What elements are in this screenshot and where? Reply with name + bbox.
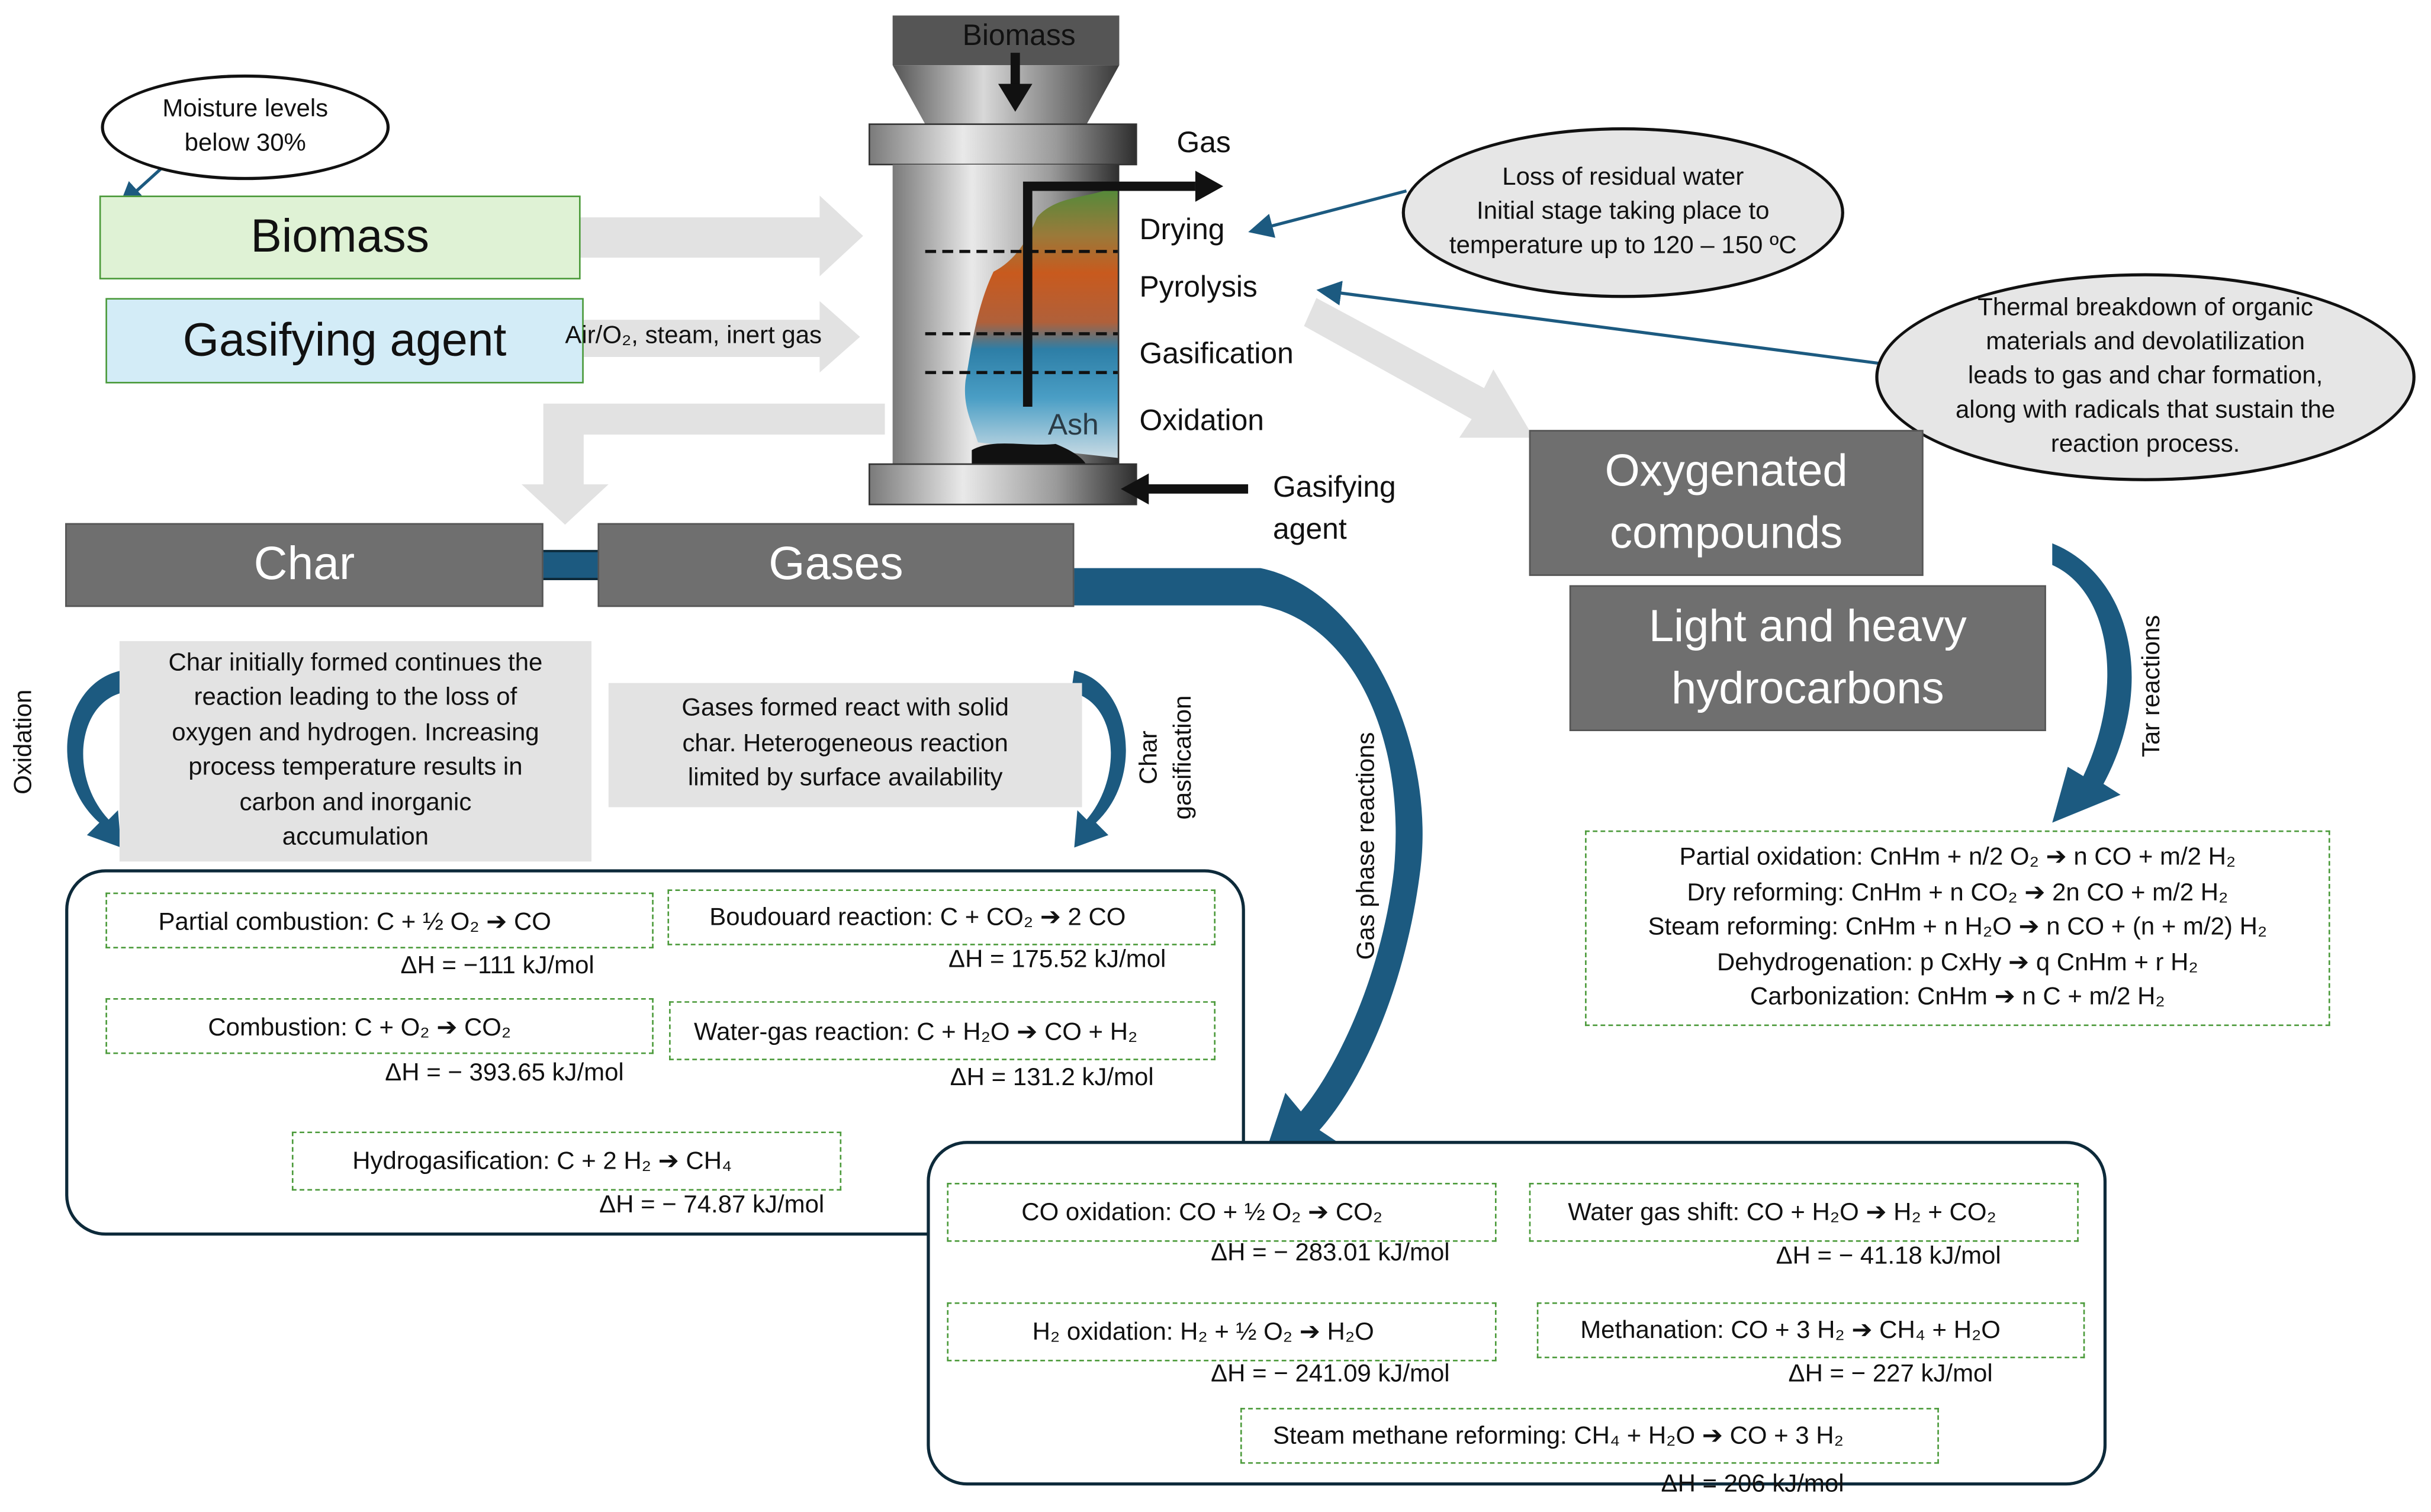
- tar-reactions-arrow: [2052, 543, 2132, 823]
- feed-arrow-shaft: [1010, 53, 1020, 87]
- combustion-reaction: Combustion: C + O₂ ➔ CO₂: [208, 1015, 512, 1042]
- char-box: Char: [65, 523, 544, 607]
- agent-types-label: Air/O₂, steam, inert gas: [565, 323, 822, 349]
- pyrolysis-connector: [1316, 281, 1879, 365]
- reactor-bed: [964, 186, 1118, 458]
- ash-label: Ash: [1047, 410, 1099, 443]
- gas-label: Gas: [1176, 127, 1231, 160]
- combustion-enthalpy: ΔH = − 393.65 kJ/mol: [385, 1060, 624, 1087]
- char-gasification-arrow: [1071, 670, 1126, 848]
- gasifying-agent-inlet-label: Gasifying agent: [1273, 472, 1396, 546]
- gas-outlet-head: [1195, 170, 1224, 202]
- gases-description: Gases formed react with solid char. Hete…: [608, 683, 1082, 808]
- char-reactions-panel: [65, 869, 1245, 1236]
- water-gas-enthalpy: ΔH = 131.2 kJ/mol: [950, 1064, 1154, 1092]
- h2-oxidation-box: [947, 1302, 1497, 1362]
- zone-oxidation: Oxidation: [1139, 405, 1265, 438]
- steam-methane-reforming-box: [1240, 1408, 1939, 1464]
- boudouard-reaction: Boudouard reaction: C + CO₂ ➔ 2 CO: [709, 905, 1126, 932]
- gas-reactions-panel: [927, 1141, 2107, 1486]
- steam-methane-reforming-enthalpy: ΔH = 206 kJ/mol: [1661, 1471, 1844, 1498]
- hydrogasification-box: [291, 1131, 842, 1191]
- gas-outlet-arrow: [1022, 181, 1195, 407]
- hopper-label: Biomass: [962, 20, 1076, 53]
- partial-combustion-reaction: Partial combustion: C + ½ O₂ ➔ CO: [158, 909, 551, 937]
- tar-steam-reforming: Steam reforming: CnHm + n H₂O ➔ n CO + (…: [1648, 914, 2268, 941]
- ash-pile: [972, 443, 1087, 466]
- agent-inlet-head: [1121, 473, 1149, 505]
- oxidation-label: Oxidation: [11, 689, 37, 794]
- hydrogasification-reaction: Hydrogasification: C + 2 H₂ ➔ CH₄: [352, 1149, 732, 1175]
- reactor-to-tar-arrow: [1304, 298, 1534, 438]
- flow-arrows: [521, 195, 1534, 525]
- gases-box: Gases: [597, 523, 1075, 607]
- boudouard-box: [667, 889, 1216, 945]
- partial-combustion-enthalpy: ΔH = −111 kJ/mol: [400, 953, 594, 980]
- reactor: [869, 15, 1249, 506]
- methanation-enthalpy: ΔH = − 227 kJ/mol: [1788, 1361, 1993, 1388]
- water-gas-reaction: Water-gas reaction: C + H₂O ➔ CO + H₂: [694, 1019, 1138, 1047]
- water-gas-shift-box: [1529, 1182, 2079, 1242]
- combustion-box: [105, 998, 654, 1054]
- boudouard-enthalpy: ΔH = 175.52 kJ/mol: [948, 947, 1166, 973]
- co-oxidation-reaction: CO oxidation: CO + ½ O₂ ➔ CO₂: [1021, 1199, 1383, 1227]
- water-gas-shift-reaction: Water gas shift: CO + H₂O ➔ H₂ + CO₂: [1568, 1199, 1996, 1227]
- water-gas-shift-enthalpy: ΔH = − 41.18 kJ/mol: [1776, 1243, 2001, 1270]
- tar-partial-oxidation: Partial oxidation: CnHm + n/2 O₂ ➔ n CO …: [1679, 844, 2236, 871]
- steam-methane-reforming-reaction: Steam methane reforming: CH₄ + H₂O ➔ CO …: [1273, 1423, 1844, 1450]
- gas-phase-label: Gas phase reactions: [1353, 732, 1380, 960]
- reactor-to-char-arrow: [521, 403, 885, 525]
- agent-inlet-shaft: [1146, 484, 1249, 494]
- co-oxidation-box: [947, 1182, 1497, 1242]
- tar-reactions-box: [1585, 830, 2330, 1027]
- zone-pyrolysis: Pyrolysis: [1139, 271, 1258, 304]
- methanation-reaction: Methanation: CO + 3 H₂ ➔ CH₄ + H₂O: [1580, 1318, 2001, 1344]
- gasifying-agent-box: Gasifying agent: [105, 298, 584, 384]
- agent-arrow: [540, 301, 860, 373]
- char-description: Char initially formed continues the reac…: [119, 641, 591, 862]
- hopper-top: [892, 15, 1120, 66]
- tar-dehydrogenation: Dehydrogenation: p CxHy ➔ q CnHm + r H₂: [1716, 949, 2198, 976]
- methanation-box: [1536, 1302, 2085, 1359]
- partial-combustion-box: [105, 892, 654, 949]
- hydrogasification-enthalpy: ΔH = − 74.87 kJ/mol: [599, 1192, 825, 1219]
- feed-arrow-head: [998, 83, 1033, 112]
- biomass-box: Biomass: [99, 195, 581, 279]
- biomass-arrow: [528, 195, 863, 276]
- co-oxidation-enthalpy: ΔH = − 283.01 kJ/mol: [1211, 1240, 1450, 1267]
- top-flange: [869, 123, 1137, 166]
- bottom-flange: [869, 463, 1137, 506]
- tar-reactions-list: Partial oxidation: CnHm + n/2 O₂ ➔ n CO …: [1585, 841, 2330, 1016]
- tar-dry-reforming: Dry reforming: CnHm + n CO₂ ➔ 2n CO + m/…: [1687, 879, 2229, 906]
- tar-carbonization: Carbonization: CnHm ➔ n C + m/2 H₂: [1750, 984, 2165, 1011]
- tar-reactions-label: Tar reactions: [2139, 615, 2166, 758]
- drying-connector: [1248, 189, 1407, 238]
- h2-oxidation-reaction: H₂ oxidation: H₂ + ½ O₂ ➔ H₂O: [1032, 1319, 1374, 1346]
- h2-oxidation-enthalpy: ΔH = − 241.09 kJ/mol: [1211, 1361, 1450, 1388]
- water-gas-box: [669, 1001, 1216, 1060]
- oxidation-arrow: [67, 670, 124, 848]
- zone-drying: Drying: [1139, 214, 1225, 247]
- zone-gasification: Gasification: [1139, 338, 1294, 371]
